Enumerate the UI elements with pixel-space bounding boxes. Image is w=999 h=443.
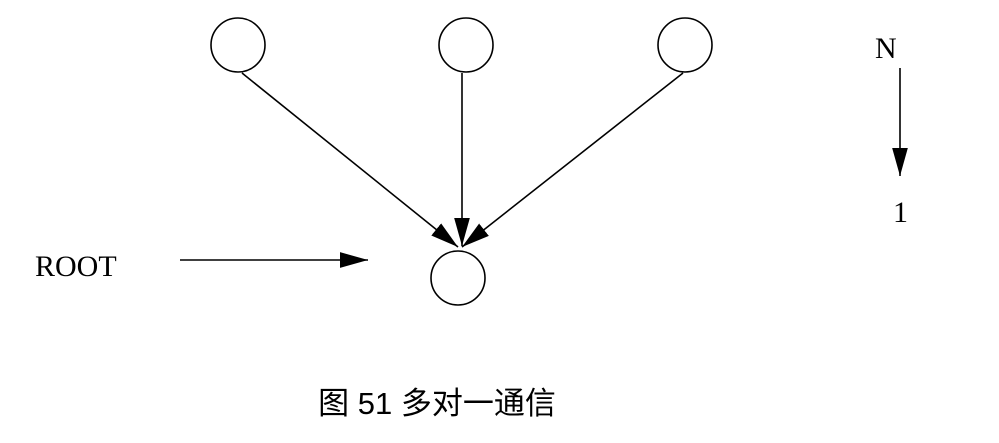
sender-node-3	[657, 17, 713, 73]
sender-node-2	[438, 17, 494, 73]
legend-n-label: N	[875, 32, 897, 65]
root-node	[430, 250, 486, 306]
sender-node-1	[210, 17, 266, 73]
legend-1-label: 1	[893, 196, 908, 229]
root-label: ROOT	[35, 250, 117, 283]
edge-sender-3-to-root	[461, 72, 684, 248]
figure-caption: 图 51 多对一通信	[318, 386, 556, 421]
edge-sender-1-to-root	[241, 72, 459, 248]
